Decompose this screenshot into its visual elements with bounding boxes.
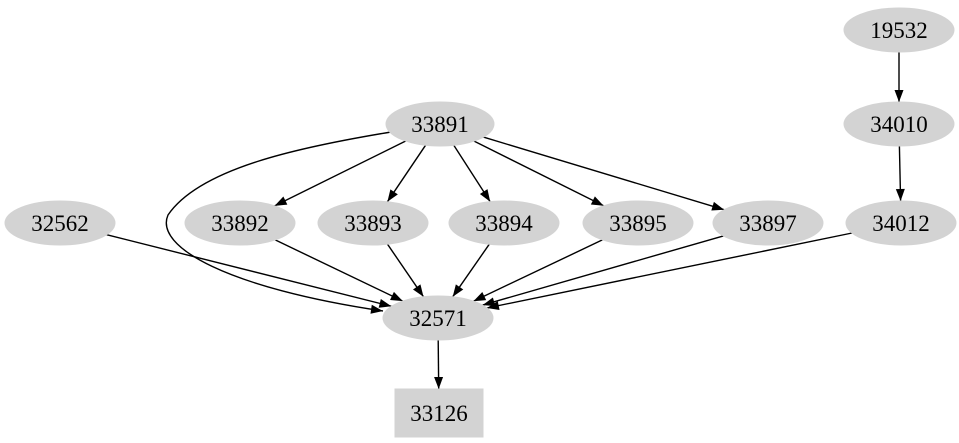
edge-32562-to-32571 [106, 234, 392, 308]
node-label-19532: 19532 [870, 18, 928, 43]
graph-node-33892: 33892 [184, 200, 296, 246]
edges-layer [106, 52, 905, 390]
node-ellipse-shape [385, 101, 495, 147]
node-ellipse-shape [448, 200, 560, 246]
edge-34012-to-32571 [486, 232, 853, 310]
node-label-33891: 33891 [411, 112, 469, 137]
node-ellipse-shape [712, 200, 824, 246]
node-ellipse-shape [845, 200, 957, 246]
node-ellipse-shape [4, 200, 116, 246]
graph-node-33894: 33894 [448, 200, 560, 246]
edge-34010-to-34012 [895, 145, 905, 202]
edge-33895-to-32571 [473, 239, 603, 302]
node-label-32571: 32571 [409, 306, 467, 331]
edge-33891-to-33897 [483, 136, 725, 211]
graph-node-33891: 33891 [385, 101, 495, 147]
graph-node-32571: 32571 [382, 295, 494, 341]
node-ellipse-shape [843, 7, 955, 53]
edge-33892-to-32571 [274, 239, 404, 302]
node-ellipse-shape [843, 101, 955, 147]
graph-node-32562: 32562 [4, 200, 116, 246]
edge-33891-to-32571 [165, 131, 392, 314]
node-label-33895: 33895 [609, 211, 667, 236]
graph-node-34012: 34012 [845, 200, 957, 246]
node-label-33897: 33897 [739, 211, 797, 236]
node-label-33892: 33892 [211, 211, 269, 236]
edge-33891-to-33895 [473, 140, 604, 207]
graph-node-34010: 34010 [843, 101, 955, 147]
edge-33897-to-32571 [482, 235, 724, 307]
node-ellipse-shape [184, 200, 296, 246]
edge-33891-to-33894 [453, 144, 491, 203]
node-ellipse-shape [317, 200, 429, 246]
node-box-shape [394, 388, 484, 438]
node-label-33894: 33894 [475, 211, 533, 236]
node-ellipse-shape [382, 295, 494, 341]
node-label-33893: 33893 [344, 211, 402, 236]
graph-node-33897: 33897 [712, 200, 824, 246]
node-ellipse-shape [582, 200, 694, 246]
nodes-layer: 19532 34010 34012 33891 32562 33892 33893 33894… [4, 7, 957, 438]
edge-33893-to-32571 [386, 243, 425, 298]
node-label-33126: 33126 [410, 401, 468, 426]
node-label-34010: 34010 [870, 112, 928, 137]
edge-33894-to-32571 [452, 243, 490, 298]
graph-node-33126: 33126 [394, 388, 484, 438]
edge-33891-to-33893 [386, 144, 427, 203]
edge-33891-to-33892 [274, 140, 407, 207]
node-label-34012: 34012 [872, 211, 930, 236]
graph-node-19532: 19532 [843, 7, 955, 53]
node-label-32562: 32562 [31, 211, 89, 236]
graph-node-33893: 33893 [317, 200, 429, 246]
graph-node-33895: 33895 [582, 200, 694, 246]
edge-32571-to-33126 [434, 339, 444, 390]
